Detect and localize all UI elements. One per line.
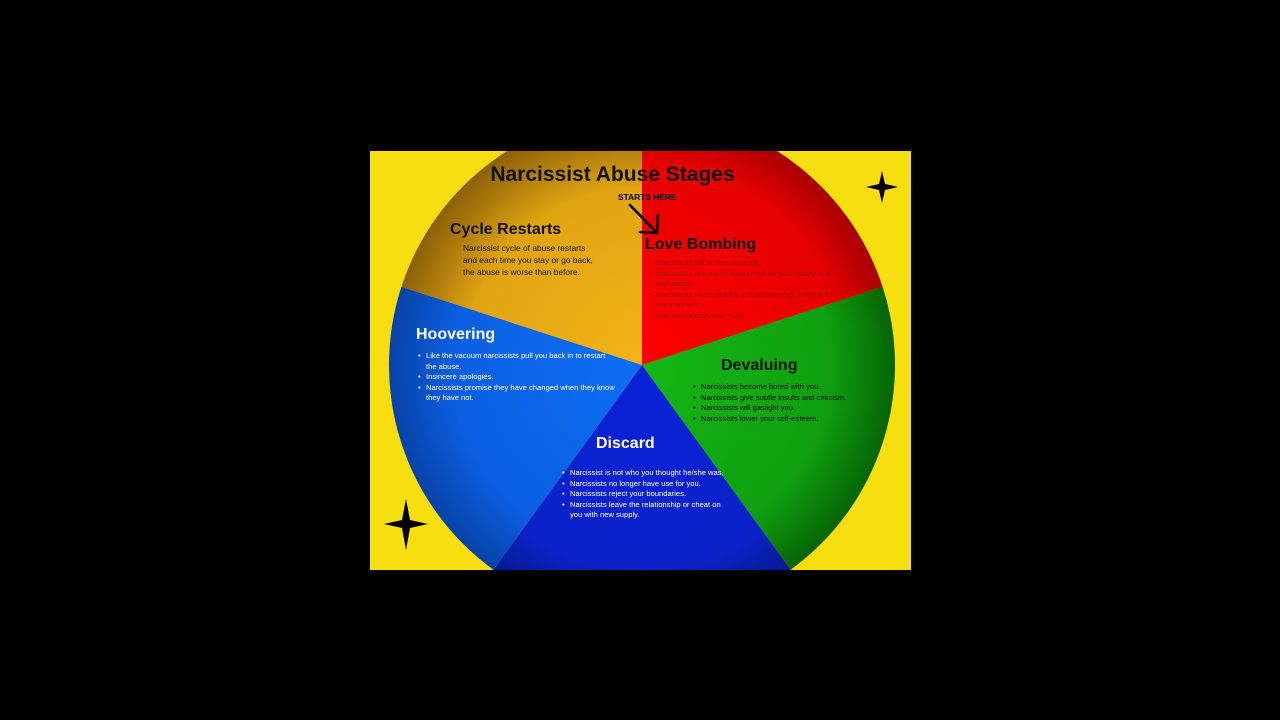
hoovering-item: Insincere apologies. [418, 372, 616, 383]
hoovering-item: Like the vacuum narcissists pull you bac… [418, 351, 616, 372]
love-bombing-title: Love Bombing [645, 236, 757, 253]
love-bombing-item: Narcissists move quickly in a relationsh… [648, 290, 848, 311]
devaluing-item: Narcissists become bored with you. [693, 382, 873, 393]
love-bombing-item: Narcissists are overly concerned for you… [648, 269, 848, 290]
arrow-icon [628, 203, 660, 235]
hoovering-item: Narcissists promise they have changed wh… [418, 383, 616, 404]
cycle-restarts-title: Cycle Restarts [450, 221, 562, 238]
segment-devaluing [642, 286, 895, 570]
discard-list: Narcissist is not who you thought he/she… [562, 468, 724, 521]
love-bombing-item: Narcissists gain your trust. [648, 311, 848, 322]
page-title: Narcissist Abuse Stages [490, 163, 735, 186]
devaluing-item: Narcissists will gaslight you. [693, 403, 873, 414]
discard-title: Discard [596, 435, 655, 452]
devaluing-list: Narcissists become bored with you. Narci… [693, 382, 873, 424]
devaluing-title: Devaluing [721, 357, 798, 374]
diagram-card: Narcissist Abuse Stages STARTS HERE Cycl… [370, 151, 911, 570]
discard-item: Narcissist is not who you thought he/she… [562, 468, 724, 479]
hoovering-title: Hoovering [416, 326, 496, 343]
hoovering-list: Like the vacuum narcissists pull you bac… [418, 351, 616, 404]
love-bombing-list: Narcissists fall in love instantly. Narc… [648, 258, 848, 321]
discard-item: Narcissists leave the relationship or ch… [562, 500, 724, 521]
cycle-restarts-text: Narcissist cycle of abuse restarts and e… [463, 243, 593, 277]
four-point-star-icon [866, 171, 898, 203]
devaluing-item: Narcissists lower your self-esteem. [693, 414, 873, 425]
discard-item: Narcissists reject your boundaries. [562, 489, 724, 500]
four-point-star-icon [384, 499, 428, 550]
devaluing-item: Narcissists give subtle insults and crit… [693, 393, 873, 404]
starts-here-label: STARTS HERE [618, 192, 677, 202]
segment-cycle-restarts [401, 151, 642, 365]
discard-item: Narcissists no longer have use for you. [562, 479, 724, 490]
love-bombing-item: Narcissists fall in love instantly. [648, 258, 848, 269]
